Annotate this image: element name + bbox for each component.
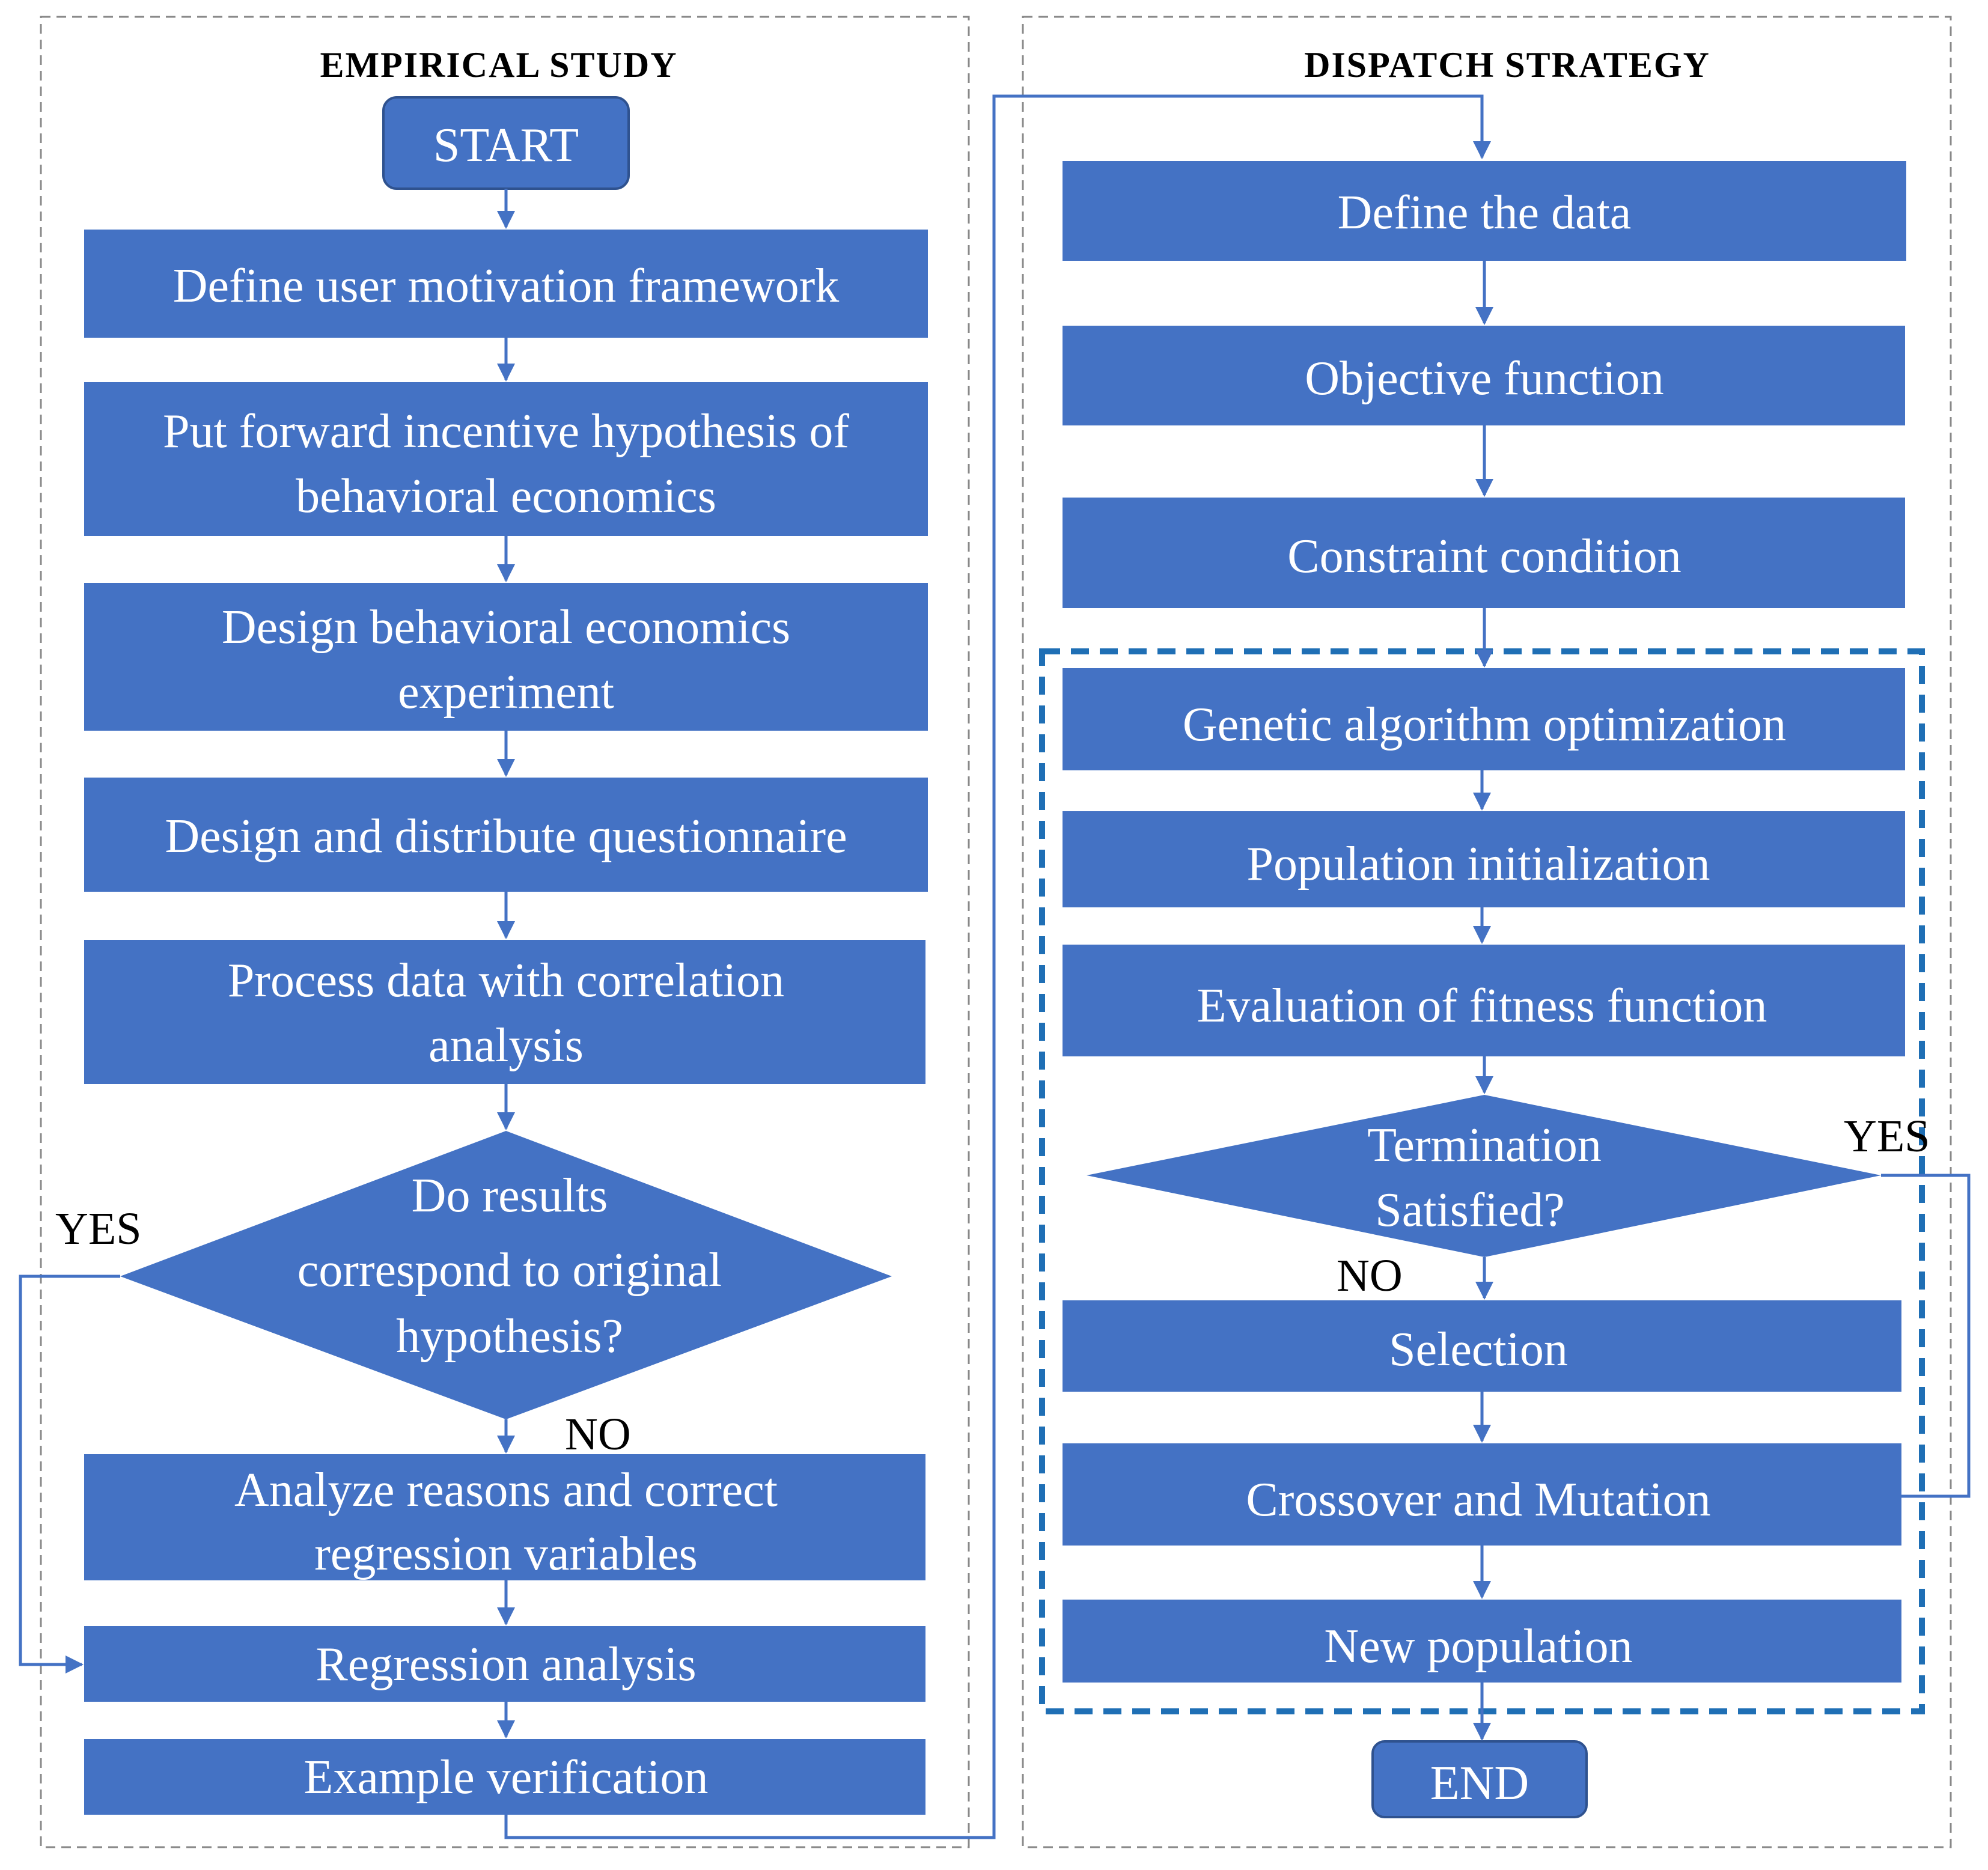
decision-no-label: NO — [565, 1409, 631, 1460]
dispatch-strategy-title: DISPATCH STRATEGY — [1304, 45, 1710, 85]
start-label: START — [433, 119, 579, 172]
fitness-label: Evaluation of fitness function — [1197, 979, 1767, 1032]
constraint-node[interactable] — [1063, 498, 1905, 608]
objective-node[interactable] — [1063, 326, 1905, 425]
end-node[interactable] — [1371, 1740, 1588, 1818]
selection-label: Selection — [1389, 1323, 1568, 1376]
analyze-reasons-label-line1: Analyze reasons and correct — [234, 1464, 778, 1517]
left-connectors — [19, 94, 1491, 1839]
decision-yes-label: YES — [55, 1204, 142, 1254]
decision-label-line1: Do results — [412, 1169, 608, 1222]
design-experiment-label-line1: Design behavioral economics — [222, 601, 790, 654]
crossover-node[interactable] — [1063, 1443, 1901, 1546]
selection-node[interactable] — [1063, 1300, 1901, 1392]
dispatch-strategy-panel — [1022, 16, 1952, 1848]
process-data-label-line2: analysis — [428, 1019, 584, 1072]
hypothesis-node[interactable] — [84, 382, 928, 536]
define-data-label: Define the data — [1338, 186, 1632, 239]
define-framework-label: Define user motivation framework — [173, 260, 840, 312]
fitness-node[interactable] — [1063, 945, 1905, 1056]
define-framework-node[interactable] — [84, 230, 928, 338]
analyze-reasons-label-line2: regression variables — [314, 1527, 698, 1580]
process-data-node[interactable] — [84, 940, 925, 1084]
process-data-label-line1: Process data with correlation — [228, 954, 784, 1007]
crossover-label: Crossover and Mutation — [1246, 1473, 1710, 1526]
genetic-algorithm-node[interactable] — [1063, 668, 1905, 770]
right-connectors — [1473, 261, 1971, 1741]
empirical-study-title: EMPIRICAL STUDY — [320, 45, 677, 85]
verification-label: Example verification — [303, 1751, 708, 1804]
design-experiment-label-line2: experiment — [398, 666, 614, 719]
termination-no-label: NO — [1337, 1250, 1403, 1301]
regression-node[interactable] — [84, 1626, 925, 1702]
define-data-node[interactable] — [1063, 161, 1906, 261]
termination-label-line2: Satisfied? — [1375, 1184, 1564, 1237]
design-experiment-node[interactable] — [84, 583, 928, 731]
hypothesis-label-line1: Put forward incentive hypothesis of — [163, 405, 849, 458]
hypothesis-label-line2: behavioral economics — [296, 470, 716, 523]
termination-label-line1: Termination — [1367, 1119, 1602, 1172]
questionnaire-node[interactable] — [84, 778, 928, 892]
termination-decision-node[interactable] — [1087, 1095, 1881, 1257]
decision-label-line2: correspond to original — [297, 1244, 722, 1297]
hypothesis-decision-node[interactable] — [120, 1131, 892, 1419]
empirical-study-panel — [40, 16, 970, 1848]
objective-label: Objective function — [1305, 352, 1664, 405]
population-init-label: Population initialization — [1246, 838, 1710, 891]
new-population-label: New population — [1324, 1620, 1632, 1673]
questionnaire-label: Design and distribute questionnaire — [165, 810, 847, 863]
end-label: END — [1430, 1757, 1529, 1810]
new-population-node[interactable] — [1063, 1600, 1901, 1683]
termination-yes-label: YES — [1844, 1111, 1930, 1162]
analyze-reasons-node[interactable] — [84, 1454, 925, 1580]
verification-node[interactable] — [84, 1739, 925, 1815]
regression-label: Regression analysis — [316, 1638, 696, 1691]
constraint-label: Constraint condition — [1287, 530, 1682, 583]
population-init-node[interactable] — [1063, 811, 1905, 907]
genetic-algorithm-label: Genetic algorithm optimization — [1183, 698, 1786, 751]
decision-label-line3: hypothesis? — [396, 1310, 623, 1363]
